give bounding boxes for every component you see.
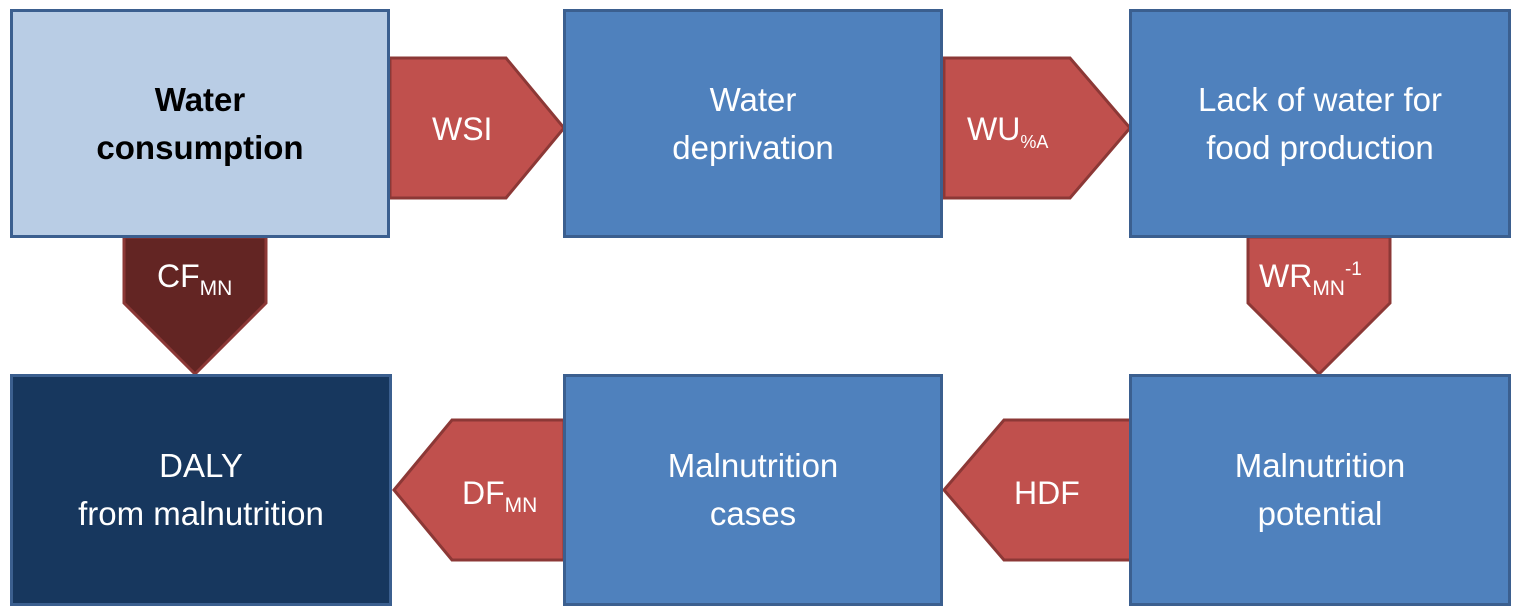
wr-label-text: WR: [1259, 258, 1313, 294]
wu-label-sub: %A: [1020, 132, 1049, 152]
wr-label-sub: MN: [1312, 277, 1345, 300]
df-label-sub: MN: [504, 494, 538, 517]
water-consumption-line2: consumption: [96, 128, 304, 166]
water-deprivation-line1: Water: [709, 80, 797, 118]
water-deprivation-line2: deprivation: [672, 128, 834, 166]
lack-of-water-box: Lack of water for food production: [1129, 9, 1511, 238]
wu-arrow: [942, 56, 1132, 200]
hdf-label: HDF: [1014, 475, 1080, 511]
wsi-label-text: WSI: [432, 111, 493, 147]
malnutrition-cases-line1: Malnutrition: [667, 447, 839, 484]
daly-line1: DALY: [159, 447, 243, 484]
water-consumption-box: Water consumption: [10, 9, 390, 238]
df-label: DFMN: [462, 475, 537, 516]
wsi-arrow: [388, 56, 566, 200]
df-label-text: DF: [462, 475, 505, 511]
daly-box: DALY from malnutrition: [10, 374, 392, 606]
lack-of-water-line2: food production: [1206, 128, 1434, 166]
malnutrition-potential-box: Malnutrition potential: [1129, 374, 1511, 606]
wu-label-text: WU: [967, 111, 1021, 147]
wu-label: WU%A: [967, 111, 1048, 151]
wsi-label: WSI: [432, 111, 492, 147]
malnutrition-cases-line2: cases: [709, 495, 797, 532]
cf-label-sub: MN: [199, 277, 233, 300]
wr-label-sup: -1: [1344, 259, 1362, 280]
water-consumption-line1: Water: [154, 80, 246, 118]
malnutrition-potential-line2: potential: [1257, 495, 1383, 532]
cf-arrow: [122, 235, 268, 377]
malnutrition-potential-line1: Malnutrition: [1234, 447, 1406, 484]
wr-arrow: [1246, 235, 1392, 377]
wr-label: WRMN-1: [1259, 258, 1362, 299]
water-deprivation-box: Water deprivation: [563, 9, 943, 238]
cf-label: CFMN: [157, 258, 232, 299]
hdf-label-text: HDF: [1014, 475, 1080, 511]
cf-label-text: CF: [157, 258, 200, 294]
malnutrition-cases-box: Malnutrition cases: [563, 374, 943, 606]
lack-of-water-line1: Lack of water for: [1198, 80, 1442, 118]
daly-line2: from malnutrition: [78, 495, 324, 532]
